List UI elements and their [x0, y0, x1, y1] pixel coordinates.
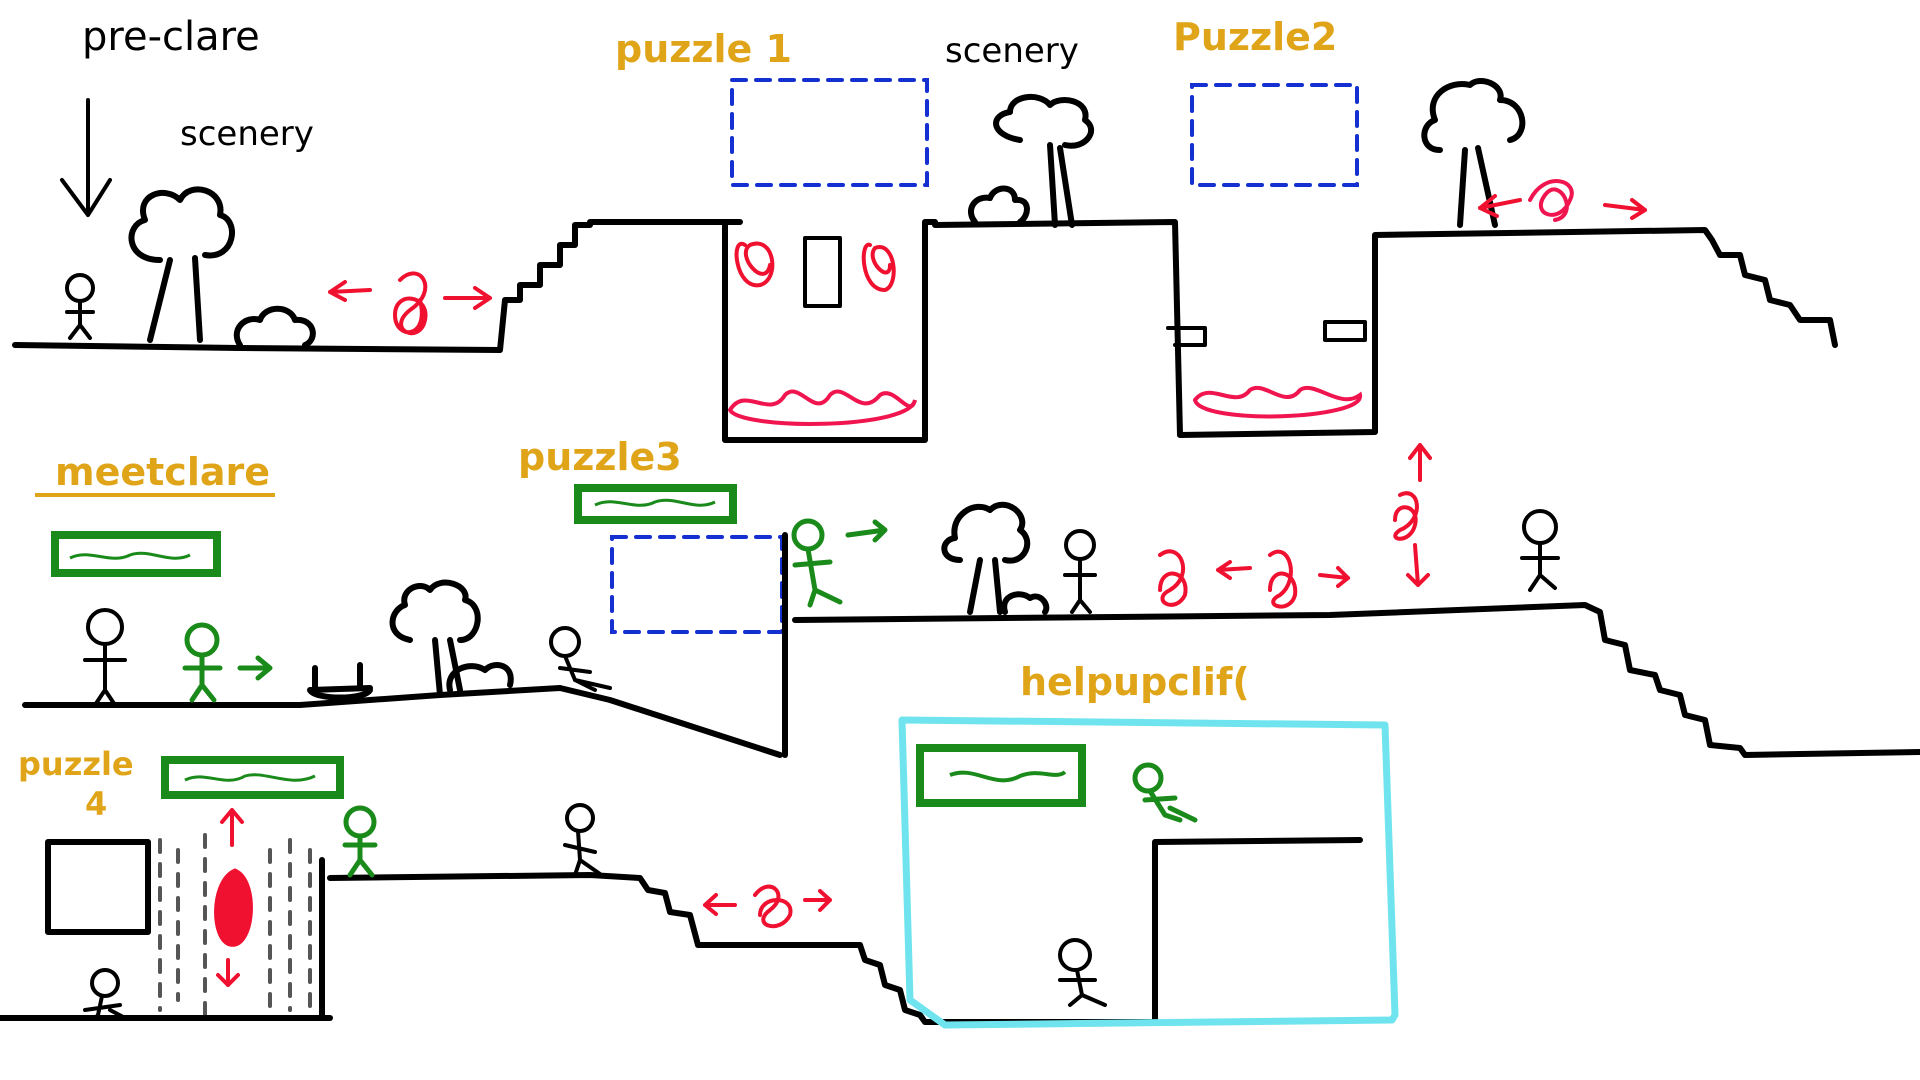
door-icon: [803, 236, 842, 308]
block-icon: [45, 839, 151, 935]
row-3: puzzle 4 helpupclif(: [0, 660, 1399, 1029]
tree-icon: [941, 501, 1031, 615]
stick-figure-icon: [563, 803, 602, 877]
stick-figure-icon: [65, 273, 95, 340]
row-1: pre-clare scenery puzzle 1 scenery Puzzl…: [12, 14, 1838, 443]
puzzle-1-window: [730, 78, 929, 187]
cart-icon: [307, 662, 373, 701]
dialogue-box-icon: [574, 484, 737, 524]
claire-stick-figure-icon: [791, 518, 888, 608]
puzzle-2-ledge-right: [1323, 320, 1367, 342]
ground-line: [932, 219, 1838, 438]
red-scribble-enemy-icon: [1158, 549, 1350, 609]
ground-line: [22, 685, 783, 758]
red-scribble-enemy-icon: [328, 271, 492, 336]
scenery-label-2: scenery: [945, 31, 1079, 71]
puzzle-1-label: puzzle 1: [615, 27, 792, 71]
dialogue-box-icon: [51, 531, 221, 577]
row-2: meetclare puzzle3: [22, 435, 1920, 758]
stick-figure-icon: [83, 968, 127, 1020]
pre-claire-label: pre-clare: [82, 14, 260, 60]
puzzle-3-window: [610, 535, 784, 634]
puzzle-4-label: puzzle: [18, 745, 134, 783]
stick-figure-icon: [83, 608, 127, 707]
claire-stick-figure-icon: [182, 622, 273, 703]
ground-line: [327, 837, 1363, 1025]
red-scribble-enemy-icon: [728, 389, 917, 426]
puzzle-3-label: puzzle3: [518, 435, 682, 479]
red-scribble-enemy-icon: [1478, 179, 1647, 222]
ground-line: [12, 219, 743, 353]
red-scribble-enemy-icon: [214, 808, 253, 987]
down-arrow-icon: [60, 98, 112, 217]
dialogue-box-icon: [916, 744, 1086, 807]
bush-icon: [446, 662, 514, 693]
puzzle-2-window: [1190, 83, 1359, 187]
meet-claire-label: meetclare: [55, 450, 270, 494]
puzzle-2-ledge-left: [1166, 326, 1207, 347]
help-up-cliff-label: helpupclif(: [1020, 660, 1250, 704]
claire-stick-figure-icon: [1132, 762, 1198, 823]
ground-line: [792, 602, 1920, 758]
puzzle-4-label-number: 4: [85, 785, 107, 823]
falling-debris-left: [158, 833, 207, 1017]
red-scribble-enemy-icon: [734, 241, 896, 292]
puzzle-1-pit: [722, 219, 938, 443]
tree-icon: [389, 579, 481, 698]
stick-figure-icon: [1058, 938, 1107, 1007]
falling-debris-right: [268, 838, 312, 1017]
puzzle-2-label: Puzzle2: [1173, 15, 1337, 59]
tree-icon: [128, 186, 235, 343]
scenery-label-1: scenery: [180, 114, 314, 154]
bush-icon: [233, 305, 316, 348]
red-scribble-enemy-icon: [1193, 386, 1362, 419]
stick-figure-icon: [1520, 509, 1560, 592]
bush-icon: [1001, 591, 1050, 615]
stick-figure-icon: [1063, 529, 1097, 614]
red-scribble-enemy-icon: [1393, 443, 1432, 587]
dialogue-box-icon: [161, 756, 344, 799]
bush-icon: [968, 185, 1030, 225]
stick-figure-icon: [549, 626, 612, 692]
help-up-cliff-highlight: [898, 716, 1399, 1029]
claire-stick-figure-icon: [342, 805, 378, 878]
tree-icon: [993, 94, 1095, 228]
red-scribble-enemy-icon: [703, 884, 832, 929]
